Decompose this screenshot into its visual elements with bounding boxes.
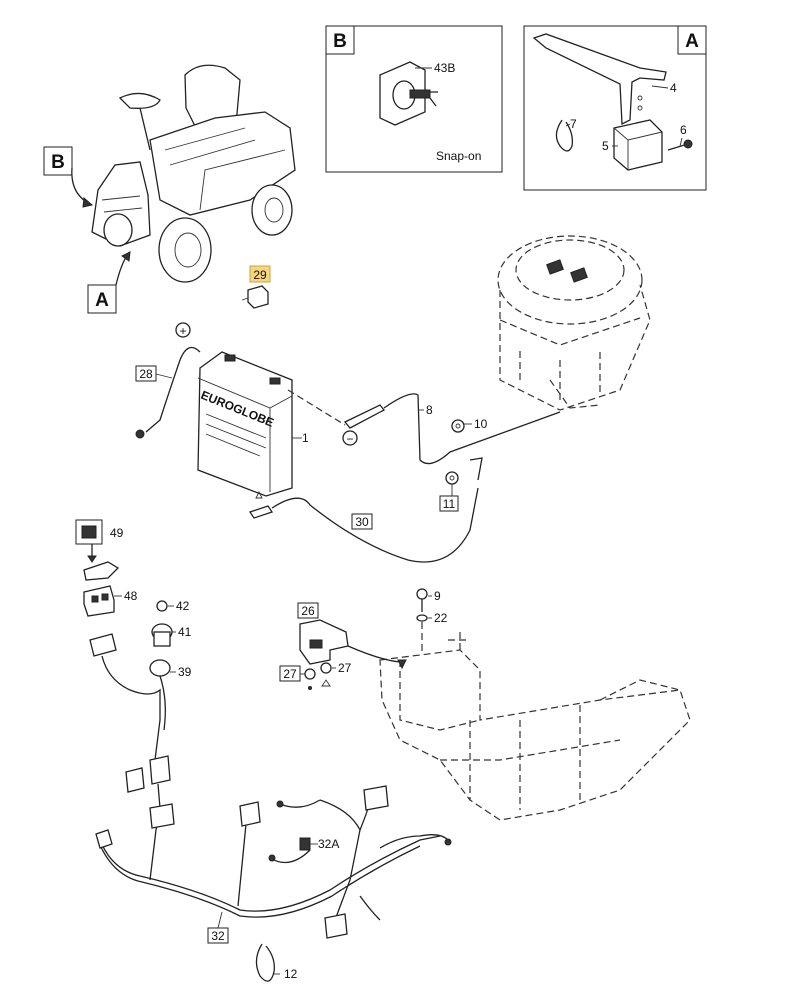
detail-box-A: A 4 5 6 7 — [523, 25, 707, 191]
label-43B: 43B — [434, 61, 455, 75]
svg-text:1: 1 — [302, 431, 309, 445]
part-27-nut-left: 27 — [279, 665, 316, 690]
svg-text:7: 7 — [570, 117, 577, 131]
part-42-nut: 42 — [156, 599, 190, 613]
svg-text:39: 39 — [178, 665, 192, 679]
cable-28: 28 — [135, 346, 201, 439]
riding-mower-illustration — [91, 64, 296, 283]
part-48-switch: 48 — [83, 561, 138, 617]
battery: EUROGLOBE 1 — [197, 351, 309, 497]
negative-terminal-symbol: − — [342, 430, 358, 446]
callout-A-main: A — [87, 251, 131, 314]
svg-text:41: 41 — [178, 625, 192, 639]
part-11-nut: 11 — [439, 457, 483, 512]
svg-text:8: 8 — [426, 403, 433, 417]
part-39-connector: 39 — [149, 659, 192, 679]
svg-text:32A: 32A — [318, 837, 339, 851]
svg-text:B: B — [51, 152, 65, 173]
svg-text:−: − — [346, 432, 353, 446]
part-29-relay: 29 — [241, 265, 271, 309]
svg-text:26: 26 — [301, 604, 315, 618]
part-22-washer: 22 — [416, 611, 448, 652]
snap-on-note: Snap-on — [436, 149, 481, 163]
snap-on-connector — [379, 61, 438, 126]
callout-B-main: B — [43, 146, 94, 208]
cable-8: 8 — [343, 393, 561, 465]
svg-text:9: 9 — [434, 589, 441, 603]
svg-text:22: 22 — [434, 611, 448, 625]
svg-text:+: + — [179, 324, 186, 338]
part-49-switch-cap: 49 — [75, 519, 124, 563]
svg-text:27: 27 — [283, 667, 297, 681]
part-9-bolt: 9 — [416, 588, 441, 612]
svg-text:5: 5 — [602, 139, 609, 153]
svg-text:B: B — [333, 31, 347, 52]
engine-outline — [497, 235, 651, 411]
svg-text:48: 48 — [124, 589, 138, 603]
svg-text:A: A — [95, 290, 109, 311]
svg-text:11: 11 — [443, 497, 456, 511]
chassis-outline — [379, 630, 691, 821]
part-41-ignition: 41 — [151, 623, 192, 647]
svg-text:6: 6 — [680, 123, 687, 137]
svg-text:A: A — [685, 31, 699, 52]
svg-text:10: 10 — [474, 417, 488, 431]
part-27-nut-right: 27 — [320, 661, 352, 687]
detail-box-B: B 43B Snap-on — [325, 25, 503, 173]
positive-terminal-symbol: + — [175, 322, 191, 338]
part-26-bracket: 26 — [297, 602, 407, 670]
main-harness-32: 32 — [95, 785, 452, 944]
part-10-nut: 10 — [451, 417, 488, 433]
svg-text:32: 32 — [211, 929, 225, 943]
svg-text:27: 27 — [338, 661, 352, 675]
svg-text:28: 28 — [139, 367, 153, 381]
svg-text:12: 12 — [284, 967, 298, 981]
part-12-cable-tie: 12 — [255, 943, 298, 982]
svg-text:29: 29 — [253, 268, 267, 282]
cable-30: 30 — [248, 487, 479, 563]
leader-battery-negative — [287, 389, 346, 426]
harness-upper-branch — [89, 633, 175, 831]
svg-text:49: 49 — [110, 526, 124, 540]
svg-text:30: 30 — [355, 515, 369, 529]
svg-text:4: 4 — [670, 81, 677, 95]
svg-text:42: 42 — [176, 599, 190, 613]
part-32A-connector: 32A — [299, 837, 339, 851]
